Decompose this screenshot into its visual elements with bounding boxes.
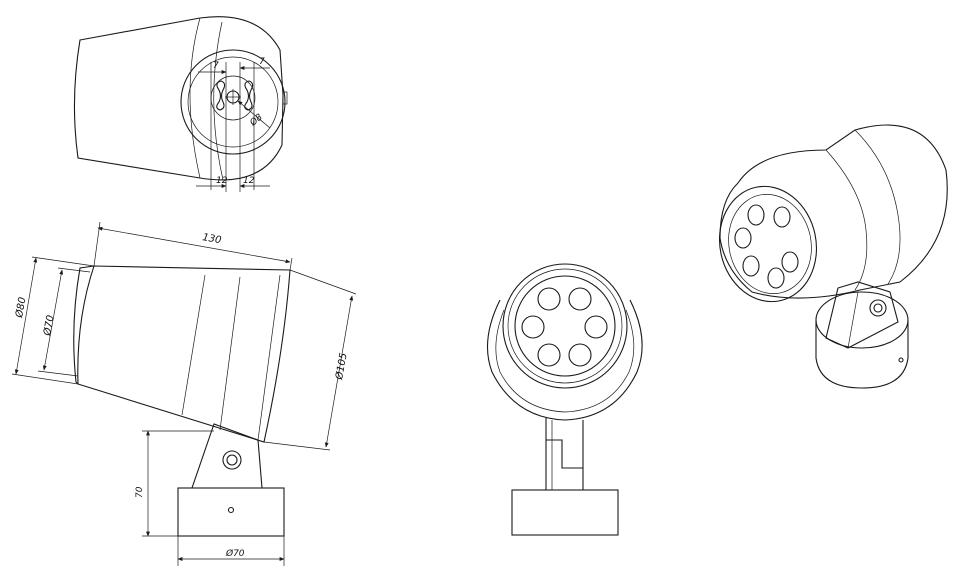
front-view-base [511, 489, 619, 536]
side-view-pivot-inner [226, 454, 238, 466]
side-dim-base-label: Ø70 [225, 548, 245, 559]
iso-led-3 [734, 227, 752, 249]
rear-view-housing [73, 16, 284, 181]
rear-view: 7 7 Ø8 12 12 [73, 16, 288, 192]
rear-view-slot-right [244, 80, 254, 111]
iso-front-rim-outer [718, 185, 818, 303]
rear-dim-bottom-left-label: 12 [216, 176, 228, 186]
side-view-front-rim [73, 265, 95, 385]
rear-view-band-left [189, 17, 201, 179]
side-dim-rear-ext-bottom [263, 441, 331, 451]
side-view-base-hole [227, 506, 235, 514]
rear-dim-hole-label: Ø8 [247, 111, 265, 128]
side-view-housing [77, 265, 291, 443]
side-dim-front-outer-label: Ø80 [13, 296, 29, 319]
side-dim-length-ext-right [289, 257, 293, 271]
front-view-outer-shell-inner [495, 309, 635, 413]
iso-base-hole [898, 357, 904, 363]
front-view-rim-outer [502, 263, 628, 389]
rear-view-slot-left [216, 80, 226, 111]
iso-bracket [825, 281, 899, 349]
side-dim-length-ext-left [93, 221, 101, 267]
rear-view-band-right [213, 21, 224, 181]
front-view-led-6 [568, 343, 592, 367]
side-dim-length-label: 130 [201, 232, 222, 246]
side-dim-height-label: 70 [135, 486, 145, 498]
side-dim-front-inner-line [42, 269, 64, 371]
side-view: 130 Ø80 Ø70 Ø105 70 Ø70 [11, 221, 357, 566]
side-view-band-right [219, 276, 241, 431]
rear-dim-top-left-label: 7 [213, 61, 219, 71]
side-dim-front-inner-label: Ø70 [41, 314, 57, 337]
iso-band-1 [825, 149, 868, 291]
side-view-bracket [191, 423, 263, 489]
side-dim-front-outer-ext-top [31, 256, 95, 267]
front-view-led-2 [568, 287, 592, 311]
front-view [487, 263, 643, 536]
iso-led-6 [767, 267, 785, 289]
side-view-base [177, 487, 285, 537]
front-view-led-1 [537, 287, 561, 311]
side-dim-length-line [97, 226, 291, 264]
side-dim-rear-ext-top [289, 269, 357, 295]
side-view-band-left [181, 274, 206, 416]
side-view-rear-line [257, 274, 281, 441]
iso-led-2 [773, 206, 791, 228]
iso-pivot-inner [873, 303, 883, 313]
iso-pivot-outer [869, 299, 887, 317]
front-view-led-3 [521, 315, 545, 339]
rear-dim-bottom-right-label: 12 [243, 176, 255, 186]
rear-dim-hole-leader [237, 100, 271, 129]
front-view-bracket [545, 418, 584, 491]
front-view-rim-inner [514, 275, 616, 377]
iso-housing [719, 124, 948, 299]
iso-bracket-edge [847, 291, 859, 349]
rear-view-end-notch [282, 91, 288, 105]
side-dim-front-inner-ext-top [57, 267, 91, 273]
front-view-outer-shell [487, 299, 643, 421]
front-view-led-5 [537, 343, 561, 367]
iso-base-body [815, 320, 909, 389]
side-dim-front-outer-line [14, 257, 38, 375]
iso-led-5 [742, 255, 760, 277]
iso-led-1 [747, 204, 765, 226]
side-dim-rear-line [324, 295, 354, 448]
front-view-rim-mid [507, 268, 623, 384]
side-view-pivot-outer [222, 450, 242, 470]
rear-view-end-cap [180, 49, 286, 155]
iso-front-rim-inner [728, 194, 812, 294]
side-dim-front-outer-ext-bottom [11, 373, 79, 385]
rear-view-end-cap-inner [187, 56, 279, 148]
iso-led-4 [781, 251, 799, 273]
isometric-view [718, 124, 948, 389]
rear-dim-top-right-label: 7 [259, 57, 265, 67]
side-dim-front-inner-ext-bottom [37, 370, 79, 377]
front-view-led-4 [584, 315, 608, 339]
side-dim-rear-label: Ø105 [333, 352, 350, 382]
iso-band-2 [854, 129, 901, 285]
